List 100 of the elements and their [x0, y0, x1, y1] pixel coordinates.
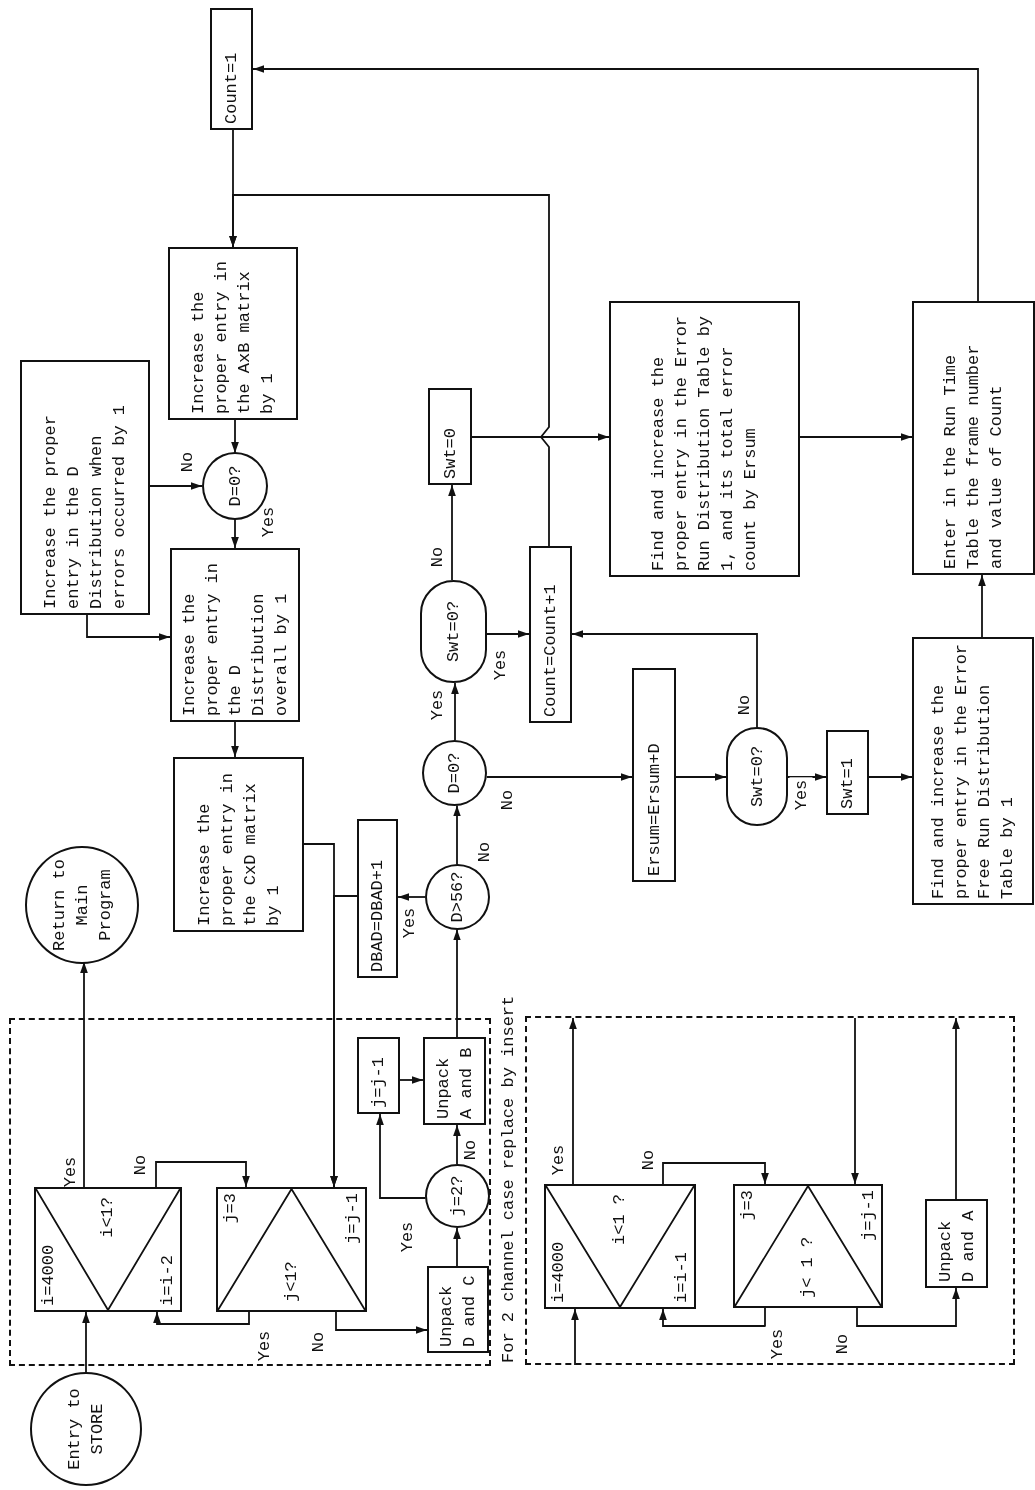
box-text: Increase the proper entry in the AxB matrix by 1	[188, 259, 278, 414]
shape-text: D=0?	[444, 752, 465, 794]
box-text: DBAD=DBAD+1	[367, 859, 388, 972]
decision-circle	[425, 1164, 490, 1228]
process-box	[826, 730, 869, 815]
box-text: Enter in the Run Time Table the frame number and value of Count	[940, 343, 1007, 569]
box-text: j=j-1	[368, 1057, 389, 1108]
shape-text: Return to Main Program	[48, 858, 116, 953]
arrow	[453, 804, 461, 866]
box-text: Find and increase the proper entry in the Error Run Distribution Table by 1, and its total error count by Ersum	[648, 314, 761, 571]
arrow	[231, 419, 239, 454]
process-box	[173, 757, 304, 932]
shape-text: D=0?	[224, 465, 246, 507]
box-text: Unpack D and A	[934, 1209, 979, 1282]
loop-text: i<1 ?	[609, 1194, 630, 1245]
arrow	[86, 614, 171, 641]
arrow	[335, 1311, 428, 1334]
box-text: Count=1	[221, 52, 242, 124]
arrow	[659, 1307, 766, 1327]
arrow	[229, 194, 550, 547]
shape-text: Swt=0?	[746, 745, 768, 808]
process-box	[357, 819, 398, 978]
arrow	[397, 893, 426, 901]
shape-text: D>56?	[447, 871, 468, 923]
terminal-circle	[30, 1372, 142, 1486]
process-box	[912, 637, 1034, 905]
box-text: Count=Count+1	[540, 584, 561, 717]
loop-control-block	[34, 1187, 182, 1312]
arrow	[80, 961, 88, 1188]
box-text: Unpack A and B	[432, 1046, 477, 1119]
arrow	[978, 574, 986, 638]
arrow	[453, 1227, 461, 1267]
arrow	[451, 682, 459, 742]
process-box	[423, 1037, 486, 1125]
arrow	[399, 1076, 424, 1084]
process-box	[427, 1266, 489, 1353]
box-text: Increase the proper entry in the D Distribution overall by 1	[178, 561, 292, 716]
loop-text: i=4000	[38, 1244, 59, 1306]
loop-text: i=i-1	[671, 1252, 692, 1303]
arrow	[485, 773, 633, 781]
arrow	[868, 773, 913, 781]
loop-text: j=3	[220, 1193, 241, 1224]
arrow	[787, 773, 827, 781]
arrow	[149, 482, 203, 490]
loop-text: i=4000	[548, 1241, 569, 1303]
shape-text: Swt=0?	[443, 600, 464, 663]
loop-text: j<1?	[280, 1261, 302, 1302]
arrow	[153, 1311, 250, 1325]
arrow	[571, 1308, 579, 1366]
box-text: Ersum=Ersum+D	[643, 743, 665, 876]
process-box	[609, 301, 800, 577]
loop-text: j< 1 ?	[797, 1236, 818, 1298]
process-box	[170, 548, 300, 722]
loop-text: i<1?	[97, 1197, 118, 1238]
arrow	[448, 484, 456, 581]
process-box	[210, 8, 253, 130]
loop-text: i=i-2	[157, 1255, 178, 1306]
arrow	[471, 433, 610, 441]
dashed-group-box	[9, 1018, 491, 1366]
arrow	[952, 1017, 960, 1200]
arrow	[571, 630, 758, 728]
shape-text: j=2?	[447, 1175, 468, 1217]
arrow	[799, 433, 913, 441]
group-heading: For 2 channel case replace by insert	[498, 995, 519, 1363]
process-box	[912, 301, 1035, 575]
arrow	[231, 518, 239, 549]
shape-text: Entry to STORE	[64, 1387, 108, 1472]
arrow	[453, 1124, 461, 1165]
arrow	[662, 1162, 769, 1185]
process-box	[925, 1199, 988, 1288]
process-box	[428, 388, 472, 485]
box-text: Swt=1	[837, 758, 858, 809]
box-text: Increase the proper entry in the D Distribution when errors occurred by 1	[40, 403, 130, 609]
loop-text: j=3	[737, 1190, 758, 1221]
arrow	[330, 895, 358, 1188]
loop-control-block	[216, 1187, 367, 1312]
box-text: Swt=0	[439, 428, 461, 479]
process-box	[529, 546, 572, 723]
arrow	[486, 630, 530, 638]
arrow	[851, 1017, 859, 1185]
process-box	[20, 360, 150, 615]
decision-circle	[425, 864, 490, 930]
loop-control-block	[544, 1184, 696, 1309]
arrow	[82, 1311, 90, 1374]
loop-text: j=j-1	[342, 1193, 363, 1244]
box-text: Unpack D and C	[436, 1274, 480, 1347]
arrow	[376, 1113, 427, 1199]
decision-circle	[422, 740, 487, 806]
loop-control-block	[733, 1184, 883, 1308]
process-box	[632, 668, 676, 882]
process-box	[357, 1037, 400, 1114]
terminal-circle	[25, 846, 139, 964]
box-text: Increase the proper entry in the CxD matrix by 1	[193, 771, 284, 926]
arrow	[155, 1161, 250, 1188]
arrow	[675, 773, 727, 781]
loop-text: j=j-1	[858, 1190, 879, 1241]
arrow	[231, 721, 239, 758]
arrow	[569, 1017, 577, 1185]
process-box	[168, 247, 298, 420]
arrow	[252, 65, 979, 302]
